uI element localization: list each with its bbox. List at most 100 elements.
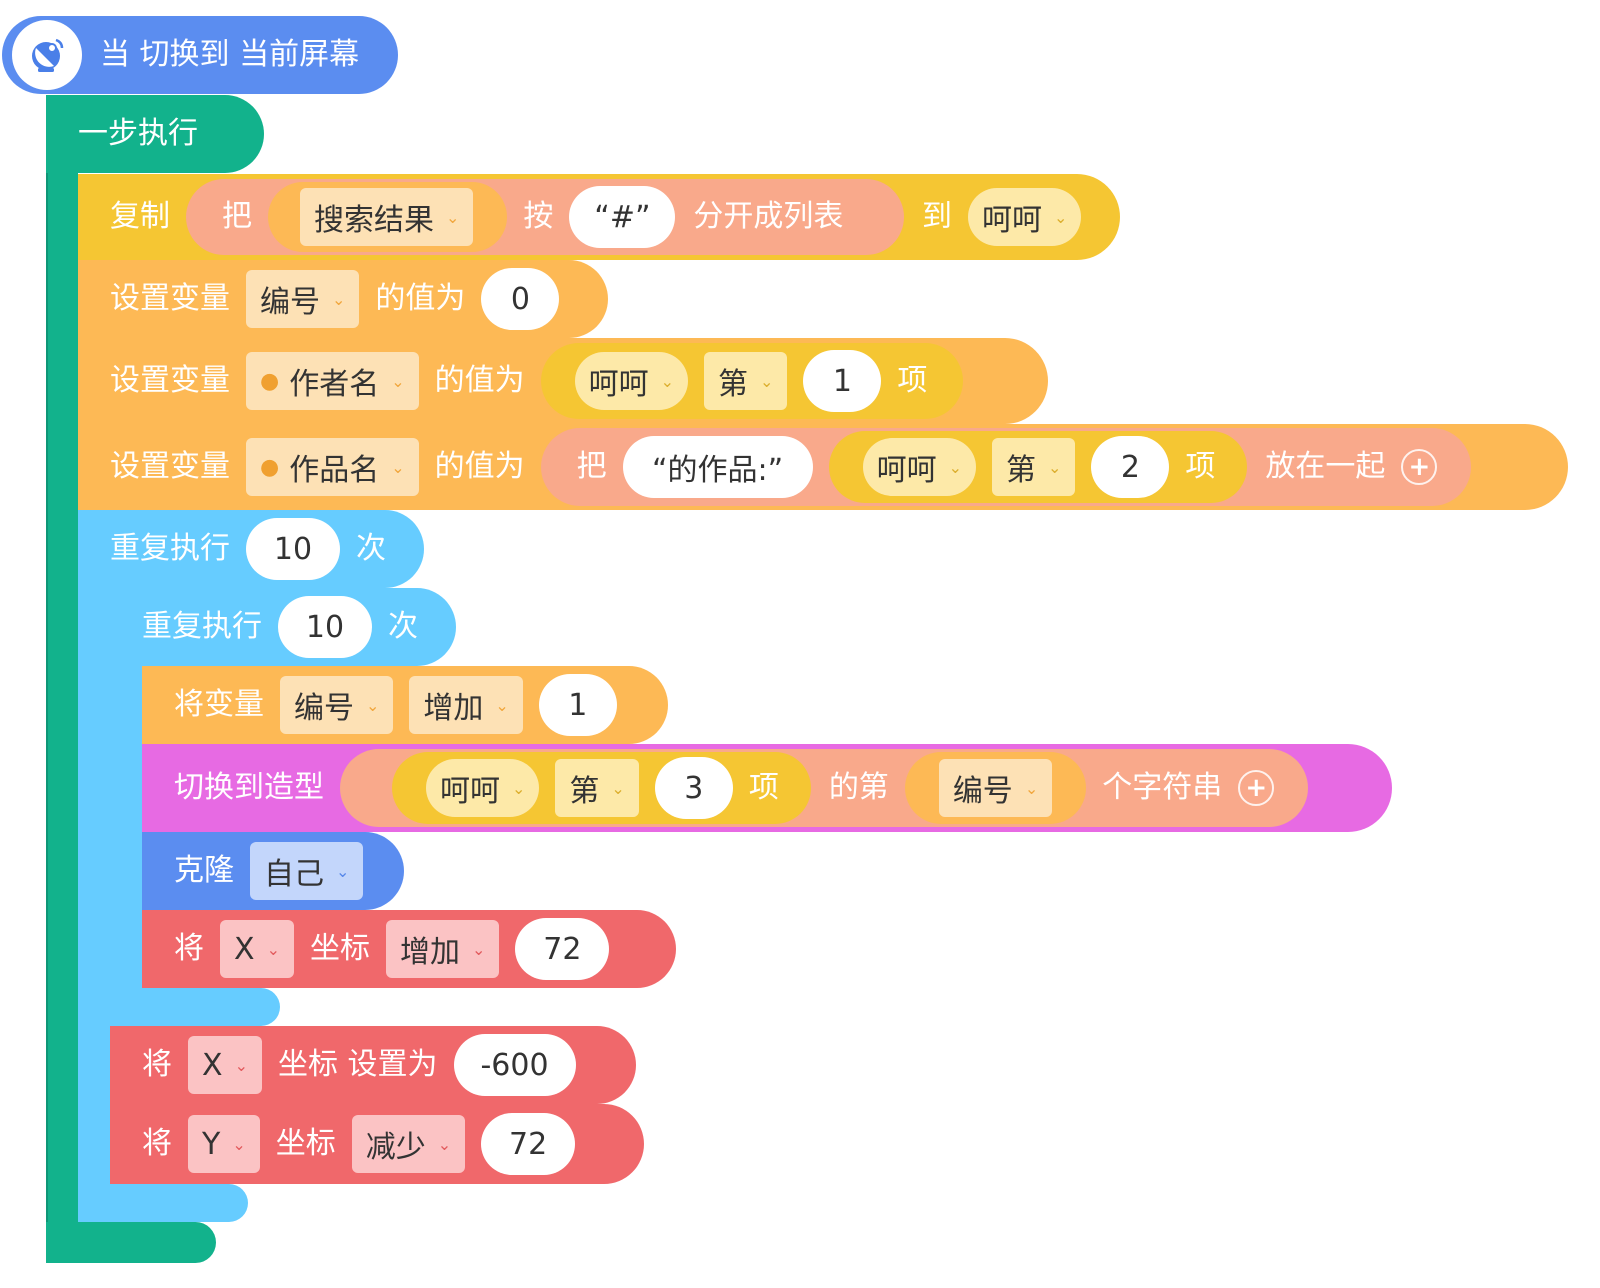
- string-input[interactable]: “的作品:”: [622, 436, 813, 498]
- value-input[interactable]: -600: [453, 1034, 576, 1096]
- set-var-label: 设置变量: [110, 281, 230, 316]
- chevron-down-icon: ⌄: [1054, 207, 1068, 227]
- repeat-unit-label: 次: [388, 609, 418, 644]
- step-exec-frame: [46, 95, 78, 1263]
- chevron-down-icon: ⌄: [234, 1055, 248, 1075]
- repeat-outer-block[interactable]: 重复执行 10 次: [78, 510, 424, 588]
- op-dropdown[interactable]: 增加⌄: [409, 676, 523, 734]
- coord-label: 坐标: [275, 1126, 336, 1161]
- value-input[interactable]: 72: [481, 1113, 576, 1175]
- repeat-label: 重复执行: [110, 531, 230, 566]
- split-ba-label: 把: [222, 199, 252, 234]
- value-input[interactable]: 0: [481, 268, 560, 330]
- jiang-label: 将: [142, 1126, 172, 1161]
- copy-block[interactable]: 复制 把 搜索结果⌄ 按 “#” 分开成列表 到 呵呵⌄: [78, 174, 1120, 260]
- search-result-reporter[interactable]: 搜索结果⌄: [268, 182, 508, 252]
- repeat-count-input[interactable]: 10: [278, 596, 372, 658]
- list-item-reporter[interactable]: 呵呵⌄ 第⌄ 1 项: [540, 343, 964, 419]
- coord-label: 坐标: [309, 931, 370, 966]
- axis-dropdown[interactable]: X⌄: [188, 1036, 262, 1094]
- repeat-inner-foot: [110, 988, 280, 1026]
- event-label: 当 切换到 当前屏幕: [100, 37, 360, 72]
- jiang-label: 将: [174, 931, 204, 966]
- var-dropdown-biaohao[interactable]: 编号⌄: [938, 759, 1053, 817]
- var-dropdown-work[interactable]: ● 作品名⌄: [246, 438, 419, 496]
- add-icon[interactable]: +: [1238, 770, 1275, 806]
- chevron-down-icon: ⌄: [446, 207, 460, 227]
- xiang-label: 项: [1185, 449, 1216, 484]
- list-item-reporter[interactable]: 呵呵⌄ 第⌄ 2 项: [828, 431, 1248, 503]
- list-dropdown[interactable]: 呵呵⌄: [426, 759, 540, 817]
- change-y-block[interactable]: 将 Y⌄ 坐标 减少⌄ 72: [110, 1104, 644, 1184]
- repeat-count-input[interactable]: 10: [246, 518, 340, 580]
- set-var-block-3[interactable]: 设置变量 ● 作品名⌄ 的值为 把 “的作品:” 呵呵⌄ 第⌄ 2 项 放在一起…: [78, 424, 1568, 510]
- satellite-dish-icon: [32, 38, 64, 72]
- chevron-down-icon: ⌄: [266, 939, 280, 959]
- value-label: 的值为: [434, 449, 525, 484]
- value-input[interactable]: 1: [538, 674, 617, 736]
- set-var-block-2[interactable]: 设置变量 ● 作者名⌄ 的值为 呵呵⌄ 第⌄ 1 项: [78, 338, 1048, 424]
- switch-costume-block[interactable]: 切换到造型 呵呵⌄ 第⌄ 3 项 的第 编号⌄ 个字符串 +: [142, 744, 1392, 832]
- di-dropdown[interactable]: 第⌄: [555, 759, 639, 817]
- di-dropdown[interactable]: 第⌄: [992, 438, 1076, 496]
- set-x-block[interactable]: 将 X⌄ 坐标 设置为 -600: [110, 1026, 636, 1104]
- step-exec-block[interactable]: 一步执行: [46, 95, 264, 173]
- value-input[interactable]: 72: [515, 918, 610, 980]
- var-dropdown-biaohao[interactable]: 编号⌄: [246, 270, 360, 328]
- repeat-label: 重复执行: [142, 609, 262, 644]
- op-dropdown[interactable]: 减少⌄: [351, 1115, 466, 1173]
- axis-dropdown[interactable]: Y⌄: [188, 1115, 260, 1173]
- split-by-label: 按: [523, 199, 554, 234]
- list-dropdown[interactable]: 呵呵⌄: [862, 438, 977, 496]
- join-label: 放在一起: [1265, 449, 1386, 484]
- change-var-block[interactable]: 将变量 编号⌄ 增加⌄ 1: [142, 666, 668, 744]
- axis-dropdown[interactable]: X⌄: [220, 920, 294, 978]
- copy-to-label: 到: [922, 199, 952, 234]
- step-exec-label: 一步执行: [78, 116, 198, 151]
- index-input[interactable]: 3: [654, 757, 733, 819]
- clone-target-dropdown[interactable]: 自己⌄: [250, 842, 364, 900]
- repeat-unit-label: 次: [356, 531, 386, 566]
- join-expression[interactable]: 把 “的作品:” 呵呵⌄ 第⌄ 2 项 放在一起 +: [540, 428, 1472, 506]
- add-icon[interactable]: +: [1401, 449, 1438, 485]
- chevron-down-icon: ⌄: [437, 1134, 452, 1154]
- value-label: 的值为: [434, 363, 525, 398]
- split-expression[interactable]: 把 搜索结果⌄ 按 “#” 分开成列表: [186, 179, 904, 255]
- char-at-expression[interactable]: 呵呵⌄ 第⌄ 3 项 的第 编号⌄ 个字符串 +: [340, 749, 1309, 827]
- copy-target-dropdown[interactable]: 呵呵⌄: [968, 188, 1082, 246]
- event-icon-circle: [12, 20, 82, 90]
- set-var-block-1[interactable]: 设置变量 编号⌄ 的值为 0: [78, 260, 608, 338]
- copy-label: 复制: [110, 199, 170, 234]
- chevron-down-icon: ⌄: [391, 457, 405, 477]
- step-exec-foot: [46, 1222, 216, 1263]
- var-dropdown-biaohao[interactable]: 编号⌄: [280, 676, 394, 734]
- search-result-dropdown[interactable]: 搜索结果⌄: [300, 188, 474, 246]
- ghost-icon: ●: [260, 368, 280, 394]
- index-input[interactable]: 2: [1091, 436, 1170, 498]
- index-input[interactable]: 1: [803, 350, 882, 412]
- chevron-down-icon: ⌄: [471, 939, 486, 959]
- var-dropdown-author[interactable]: ● 作者名⌄: [246, 352, 419, 410]
- xiang-label: 项: [748, 770, 779, 805]
- xiang-label: 项: [897, 363, 928, 398]
- chevron-down-icon: ⌄: [332, 289, 346, 309]
- repeat-inner-block[interactable]: 重复执行 10 次: [110, 588, 456, 666]
- change-x-block[interactable]: 将 X⌄ 坐标 增加⌄ 72: [142, 910, 676, 988]
- chevron-down-icon: ⌄: [1024, 778, 1039, 798]
- repeat-outer-frame: [78, 510, 110, 1222]
- de-di-label: 的第: [828, 770, 889, 805]
- chevron-down-icon: ⌄: [391, 371, 405, 391]
- split-tail-label: 分开成列表: [693, 199, 844, 234]
- chevron-down-icon: ⌄: [336, 861, 350, 881]
- chevron-down-icon: ⌄: [366, 695, 380, 715]
- list-item-reporter[interactable]: 呵呵⌄ 第⌄ 3 项: [392, 752, 811, 824]
- clone-block[interactable]: 克隆 自己⌄: [142, 832, 404, 910]
- var-reporter[interactable]: 编号⌄: [904, 752, 1087, 824]
- list-dropdown[interactable]: 呵呵⌄: [574, 352, 689, 410]
- separator-input[interactable]: “#”: [569, 186, 676, 248]
- op-dropdown[interactable]: 增加⌄: [385, 920, 500, 978]
- di-dropdown[interactable]: 第⌄: [704, 352, 788, 410]
- switch-costume-label: 切换到造型: [174, 770, 324, 805]
- clone-label: 克隆: [174, 853, 234, 888]
- event-block[interactable]: 当 切换到 当前屏幕: [2, 16, 398, 94]
